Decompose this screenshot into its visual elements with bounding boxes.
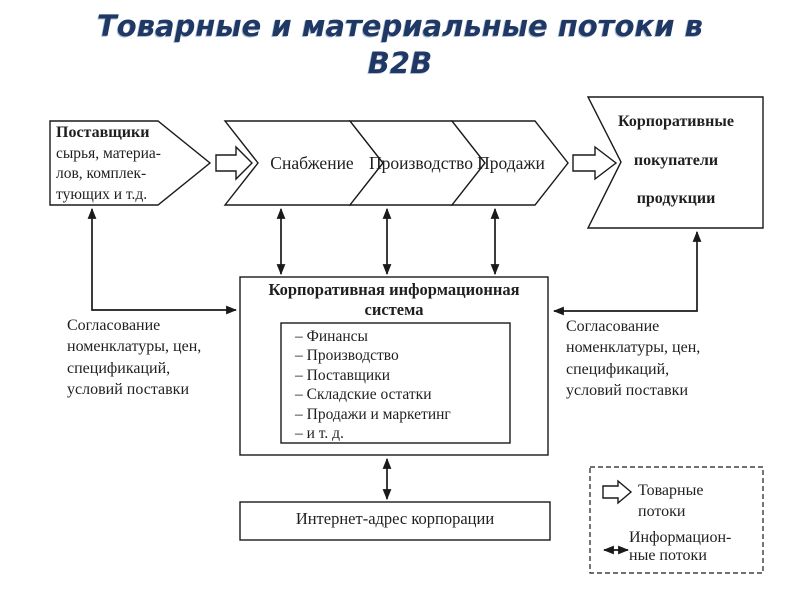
module-item: – и т. д.: [295, 425, 344, 443]
stage-label-production: Производство: [368, 153, 474, 173]
legend-goods-line1: Товарные: [638, 482, 704, 499]
internet-box-label: Интернет-адрес корпорации: [295, 509, 495, 528]
buyers-line: покупатели: [633, 151, 719, 169]
supplier-heading: Поставщики: [56, 124, 150, 141]
legend-goods-flow-icon: [602, 479, 633, 505]
legend-info-line1: Информацион-: [629, 529, 732, 546]
goods-flow-arrow-right-icon: [572, 145, 618, 181]
info-arrow-suppliers-elbow: [87, 207, 238, 315]
legend-goods-line2: потоки: [638, 503, 686, 520]
module-item: – Поставщики: [295, 366, 391, 384]
goods-flow-arrow-left-icon: [215, 145, 253, 181]
left-note-line: номенклатуры, цен,: [67, 338, 202, 356]
left-note: Согласование номенклатуры, цен, специфик…: [67, 315, 201, 401]
right-note-line: Согласование: [566, 318, 660, 335]
left-note-line: спецификаций,: [67, 359, 171, 377]
right-note: Согласование номенклатуры, цен, специфик…: [566, 316, 700, 402]
supplier-line: сырья, материа-: [56, 144, 161, 162]
buyers-line: Корпоративные: [618, 113, 734, 130]
right-note-line: условий поставки: [566, 382, 689, 400]
internet-box-shape: [239, 501, 551, 541]
supplier-line: тующих и т.д.: [56, 185, 148, 203]
supplier-box: Поставщики сырья, материа- лов, комплек-…: [56, 123, 176, 205]
info-system-title-line1: Корпоративная информационная: [268, 280, 520, 299]
page-title-line2: В2В: [367, 46, 433, 80]
legend-info-line2: ные потоки: [629, 546, 707, 564]
right-note-line: номенклатуры, цен,: [566, 339, 701, 357]
stage-label-sales: Продажи: [477, 153, 545, 173]
buyers-box: Корпоративные покупатели продукции: [600, 103, 752, 219]
supplier-line: лов, комплек-: [56, 165, 147, 182]
module-item: – Продажи и маркетинг: [295, 405, 451, 423]
info-system-title: Корпоративная информационная система: [241, 280, 547, 320]
module-item: – Производство: [295, 347, 399, 365]
chevron-sales-shape: [450, 120, 569, 206]
supplier-box-shape: [49, 120, 212, 206]
legend-goods-label: Товарные потоки: [638, 480, 703, 522]
info-system-title-line2: система: [364, 300, 424, 319]
module-item: – Финансы: [295, 328, 368, 345]
left-note-line: условий поставки: [67, 381, 190, 399]
info-system-modules-box-shape: [280, 322, 511, 444]
legend-info-label: Информацион- ные потоки: [629, 529, 731, 564]
right-note-line: спецификаций,: [566, 360, 670, 378]
buyers-line: продукции: [636, 190, 716, 207]
buyers-box-shape: [586, 96, 764, 229]
info-arrow-buyers-elbow: [552, 230, 702, 316]
left-note-line: Согласование: [67, 317, 161, 334]
info-system-modules: – Финансы – Производство – Поставщики – …: [295, 327, 451, 443]
stage-label-supply: Снабжение: [270, 153, 354, 173]
page-title-line1: Товарные и материальные потоки в: [97, 9, 703, 43]
module-item: – Складские остатки: [295, 386, 432, 404]
